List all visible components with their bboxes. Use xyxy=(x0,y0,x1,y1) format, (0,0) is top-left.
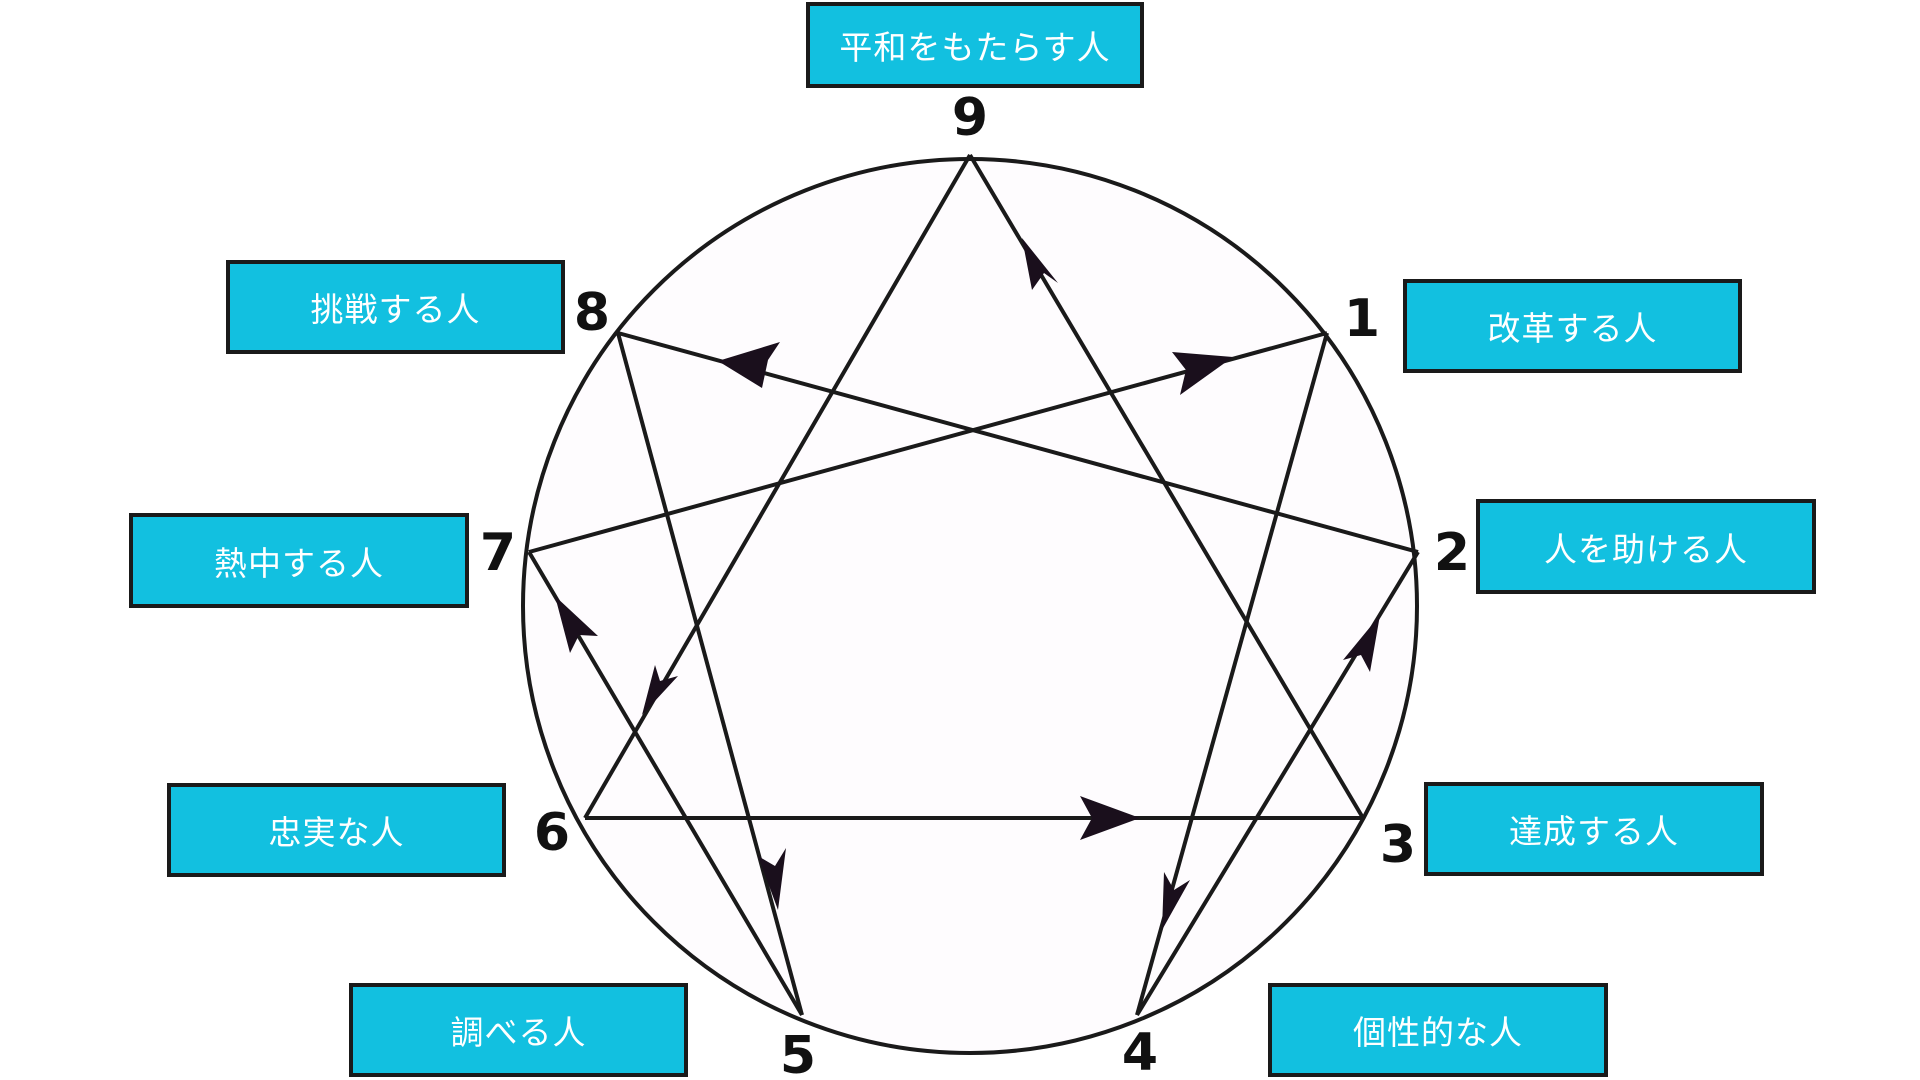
arrowhead-7-to-1 xyxy=(1172,352,1233,395)
label-text-6: 忠実な人 xyxy=(268,813,405,852)
line-8-5 xyxy=(616,332,804,1016)
point-number-5: 5 xyxy=(780,1026,816,1080)
point-number-8: 8 xyxy=(574,283,610,343)
arrowhead-4-to-2 xyxy=(1343,615,1380,672)
label-text-9: 平和をもたらす人 xyxy=(839,28,1111,67)
point-number-2: 2 xyxy=(1434,523,1470,583)
label-box-8: 挑戦する人 xyxy=(226,260,565,354)
point-numbers: 9 1 2 3 4 5 6 7 8 xyxy=(480,88,1470,1080)
label-box-3: 達成する人 xyxy=(1424,782,1764,876)
label-box-9: 平和をもたらす人 xyxy=(806,2,1144,88)
arrow-heads xyxy=(555,238,1380,930)
arrowhead-3-to-9 xyxy=(1022,238,1058,290)
label-text-1: 改革する人 xyxy=(1487,309,1658,348)
point-number-6: 6 xyxy=(534,803,570,863)
label-box-5: 調べる人 xyxy=(349,983,688,1077)
point-number-3: 3 xyxy=(1380,815,1416,875)
point-number-9: 9 xyxy=(952,88,988,148)
point-number-4: 4 xyxy=(1122,1023,1158,1080)
label-text-8: 挑戦する人 xyxy=(310,290,481,329)
label-box-2: 人を助ける人 xyxy=(1476,499,1816,594)
label-text-5: 調べる人 xyxy=(450,1013,587,1052)
label-box-4: 個性的な人 xyxy=(1268,983,1608,1077)
arrowhead-2-to-8 xyxy=(718,342,780,388)
arrowhead-8-to-5 xyxy=(758,848,786,910)
arrowhead-6-to-3 xyxy=(1080,796,1140,840)
point-number-7: 7 xyxy=(480,523,516,583)
label-box-1: 改革する人 xyxy=(1403,279,1742,373)
label-text-3: 達成する人 xyxy=(1509,812,1679,851)
outer-circle xyxy=(521,157,1419,1055)
label-box-7: 熱中する人 xyxy=(129,513,469,608)
arrowhead-9-to-6 xyxy=(642,665,678,715)
label-box-6: 忠実な人 xyxy=(167,783,506,877)
point-number-1: 1 xyxy=(1344,289,1380,349)
line-6-9 xyxy=(583,153,972,820)
arrowhead-1-to-4 xyxy=(1162,872,1190,930)
arrowhead-5-to-7 xyxy=(555,596,598,653)
label-text-2: 人を助ける人 xyxy=(1544,529,1748,569)
label-text-4: 個性的な人 xyxy=(1353,1013,1523,1052)
label-text-7: 熱中する人 xyxy=(214,543,384,583)
